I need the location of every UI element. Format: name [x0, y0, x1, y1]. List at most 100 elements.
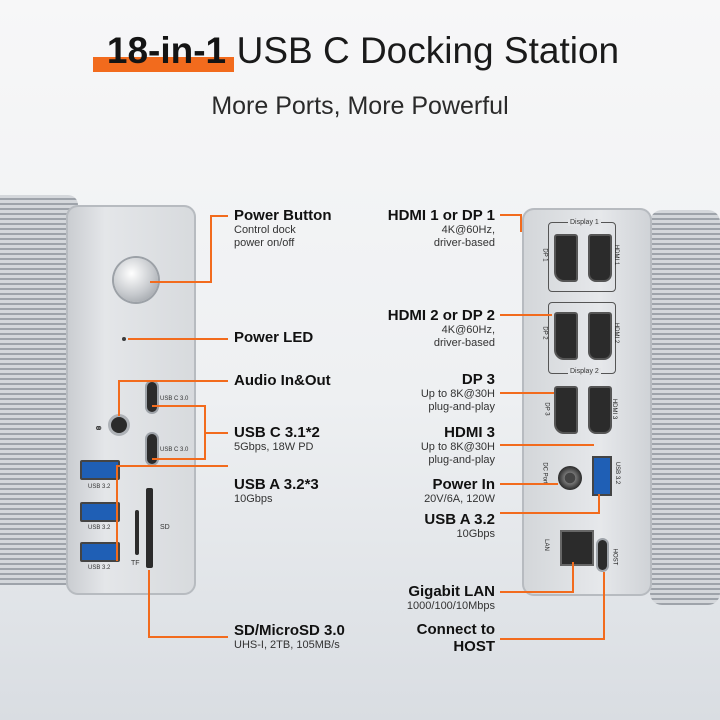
connector-hdmi3	[500, 444, 594, 446]
usb-c-sub1: 5Gbps, 18W PD	[234, 441, 314, 453]
label-power-button: Power Button Control dock power on/off	[234, 207, 332, 250]
hdmi2-title: HDMI 2 or DP 2	[387, 307, 495, 324]
connector-dp3	[500, 392, 554, 394]
dp-1-port	[554, 234, 578, 282]
connector-usbc-h	[204, 432, 228, 434]
sd-label: SD	[160, 524, 170, 531]
connector-usbc-2	[152, 458, 204, 460]
usb-a-right-sub1: 10Gbps	[456, 528, 495, 540]
power-led-title: Power LED	[234, 329, 314, 346]
label-usb-c: USB C 3.1*2 5Gbps, 18W PD	[234, 424, 320, 454]
connector-host-v	[603, 572, 605, 640]
usb-c-title: USB C 3.1*2	[234, 424, 320, 441]
lan-sub1: 1000/100/10Mbps	[406, 600, 495, 612]
connector-power-h	[150, 281, 210, 283]
usb-c-port-1	[147, 382, 157, 412]
lan-title: Gigabit LAN	[408, 583, 495, 600]
power-in-sub1: 20V/6A, 120W	[424, 493, 495, 505]
headline: 18-in-1 USB C Docking Station	[0, 30, 720, 72]
connector-audio-v	[118, 380, 120, 416]
label-hdmi3: HDMI 3 Up to 8K@30H plug-and-play	[421, 424, 495, 467]
usb-a-label-3: USB 3.2	[88, 565, 111, 571]
sd-title: SD/MicroSD 3.0	[234, 622, 345, 639]
power-button-knob	[114, 258, 158, 302]
left-dock-side	[0, 195, 78, 585]
connector-power-in	[500, 483, 558, 485]
usb-a-port-1	[80, 460, 120, 480]
label-hdmi2: HDMI 2 or DP 2 4K@60Hz, driver-based	[388, 307, 495, 350]
connector-power-v	[210, 215, 212, 283]
label-lan: Gigabit LAN 1000/100/10Mbps	[407, 583, 495, 613]
hdmi-3-label: HDMI 3	[611, 398, 618, 420]
hdmi3-sub1: Up to 8K@30H	[420, 441, 495, 453]
usb-a-right-title: USB A 3.2	[424, 511, 495, 528]
label-host: Connect to HOST	[417, 621, 495, 655]
connector-hdmi1-h	[500, 214, 520, 216]
hdmi2-sub2: driver-based	[433, 337, 495, 349]
usb-a-sub1: 10Gbps	[234, 493, 273, 505]
label-usb-a-right: USB A 3.2 10Gbps	[424, 511, 495, 541]
power-button-title: Power Button	[234, 207, 332, 224]
hdmi-1-label: HDMI 1	[613, 244, 620, 266]
dp3-sub1: Up to 8K@30H	[420, 388, 495, 400]
dp-3-port	[554, 386, 578, 434]
headline-highlight: 18-in-1	[92, 30, 235, 72]
label-power-led: Power LED	[234, 329, 313, 346]
host-label: HOST	[611, 548, 618, 566]
host-title: Connect to	[416, 621, 495, 638]
hdmi1-sub1: 4K@60Hz,	[441, 224, 495, 236]
dp-2-label: DP 2	[541, 326, 548, 340]
host-title-2: HOST	[453, 638, 495, 655]
hdmi3-sub2: plug-and-play	[428, 454, 495, 466]
usb-a-label-1: USB 3.2	[88, 484, 111, 490]
hdmi2-sub1: 4K@60Hz,	[441, 324, 495, 336]
usb-c-label-1: USB C 3.0	[160, 396, 189, 402]
hdmi-2-label: HDMI 2	[613, 322, 620, 344]
connector-led	[128, 338, 228, 340]
connector-usba-h	[116, 465, 228, 467]
microsd-slot	[135, 510, 139, 555]
label-audio: Audio In&Out	[234, 372, 331, 389]
usb-c-label-2: USB C 3.0	[160, 447, 189, 453]
audio-jack	[111, 417, 127, 433]
hdmi-2-port	[588, 312, 612, 360]
connector-usba-h	[500, 512, 600, 514]
lan-label: LAN	[542, 539, 549, 551]
usb-a-port-3	[80, 542, 120, 562]
label-usb-a: USB A 3.2*3 10Gbps	[234, 476, 319, 506]
usb-32-label: USB 3.2	[614, 461, 621, 485]
hdmi1-sub2: driver-based	[433, 237, 495, 249]
dc-power-port	[558, 466, 582, 490]
connector-usba-v	[116, 465, 118, 561]
power-led	[122, 337, 126, 341]
usb-a-title: USB A 3.2*3	[234, 476, 319, 493]
dc-port-label: DC Port	[541, 462, 548, 484]
sd-sub1: UHS-I, 2TB, 105MB/s	[234, 639, 340, 651]
connector-sd-v	[148, 570, 150, 638]
power-button-sub1: Control dock	[234, 224, 296, 236]
power-in-title: Power In	[432, 476, 495, 493]
usb-a-port-2	[80, 502, 120, 522]
subtitle: More Ports, More Powerful	[211, 92, 509, 120]
connector-hdmi1-v	[520, 214, 522, 232]
label-power-in: Power In 20V/6A, 120W	[424, 476, 495, 506]
usb-c-port-2	[147, 434, 157, 464]
dp-3-label: DP 3	[543, 402, 550, 416]
tf-label: TF	[131, 560, 140, 567]
connector-power-h2	[210, 215, 228, 217]
dp3-sub2: plug-and-play	[428, 401, 495, 413]
connector-lan-h	[500, 591, 572, 593]
hdmi1-title: HDMI 1 or DP 1	[387, 207, 495, 224]
dp-1-label: DP 1	[541, 248, 548, 262]
dp3-title: DP 3	[461, 371, 495, 388]
connector-hdmi2	[500, 314, 552, 316]
audio-title: Audio In&Out	[234, 372, 331, 389]
label-sd: SD/MicroSD 3.0 UHS-I, 2TB, 105MB/s	[234, 622, 345, 652]
usb-a-label-2: USB 3.2	[88, 525, 111, 531]
connector-sd-h	[148, 636, 228, 638]
label-hdmi1: HDMI 1 or DP 1 4K@60Hz, driver-based	[388, 207, 495, 250]
host-usb-c-port	[598, 540, 607, 570]
hdmi-3-port	[588, 386, 612, 434]
dp-2-port	[554, 312, 578, 360]
connector-usba-v	[598, 494, 600, 514]
